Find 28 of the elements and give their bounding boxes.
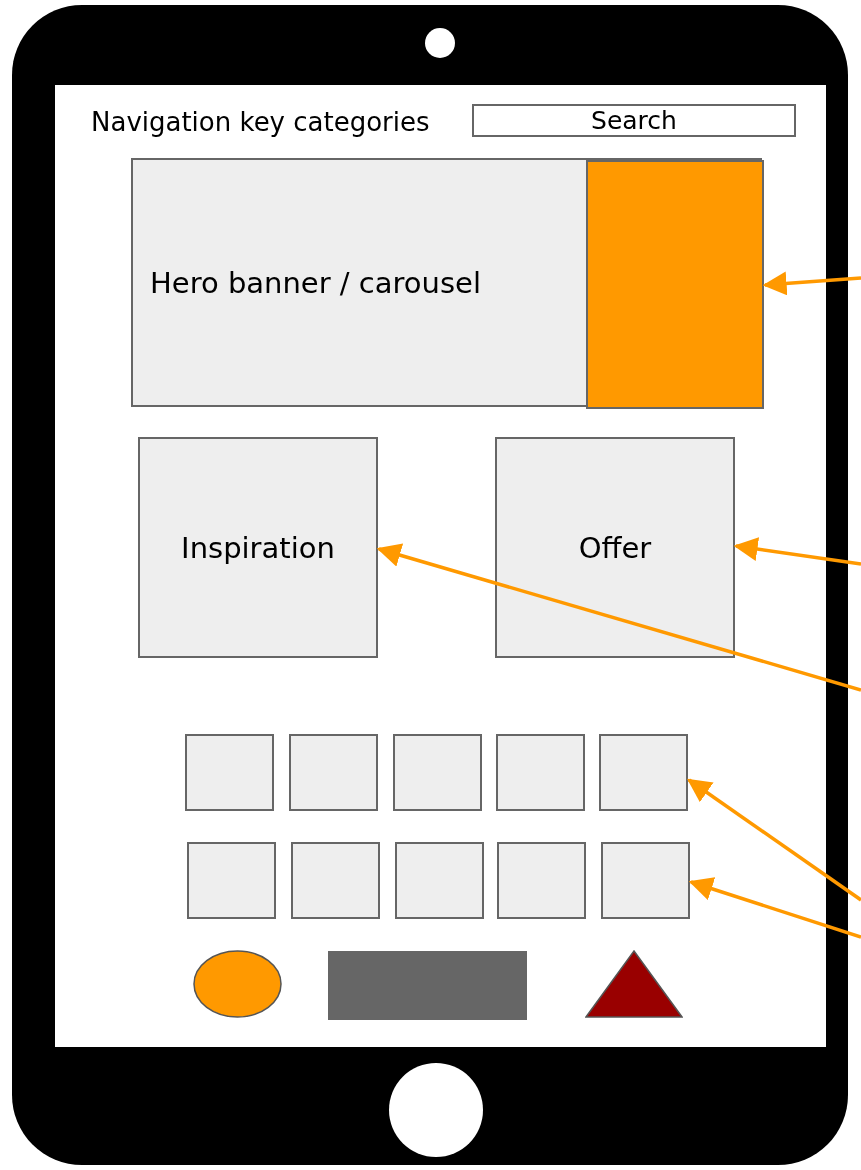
- triangle-shape: [585, 950, 683, 1018]
- nav-label: Navigation key categories: [91, 106, 430, 139]
- search-field: [472, 104, 796, 137]
- placeholder-box: [291, 842, 380, 919]
- placeholder-box: [496, 734, 585, 811]
- placeholder-box: [497, 842, 586, 919]
- arrow: [762, 271, 861, 296]
- dark-bar: [328, 951, 527, 1020]
- banner-panel: [586, 160, 764, 409]
- placeholder-box: [599, 734, 688, 811]
- tile-title: Inspiration: [181, 530, 335, 565]
- content-tile: [138, 437, 378, 658]
- circle-shape: [193, 950, 282, 1018]
- tile-title: Offer: [578, 530, 652, 565]
- placeholder-box: [187, 842, 276, 919]
- placeholder-box: [185, 734, 274, 811]
- hero-banner: [131, 158, 762, 407]
- arrow: [688, 877, 861, 939]
- tile-title: Hero banner / carousel: [150, 265, 481, 300]
- placeholder-box: [601, 842, 690, 919]
- placeholder-box: [393, 734, 482, 811]
- content-tile: [495, 437, 735, 658]
- search-placeholder: Search: [591, 106, 677, 135]
- placeholder-box: [395, 842, 484, 919]
- arrow: [733, 537, 861, 566]
- arrow: [376, 543, 861, 692]
- placeholder-box: [289, 734, 378, 811]
- arrow: [687, 778, 861, 902]
